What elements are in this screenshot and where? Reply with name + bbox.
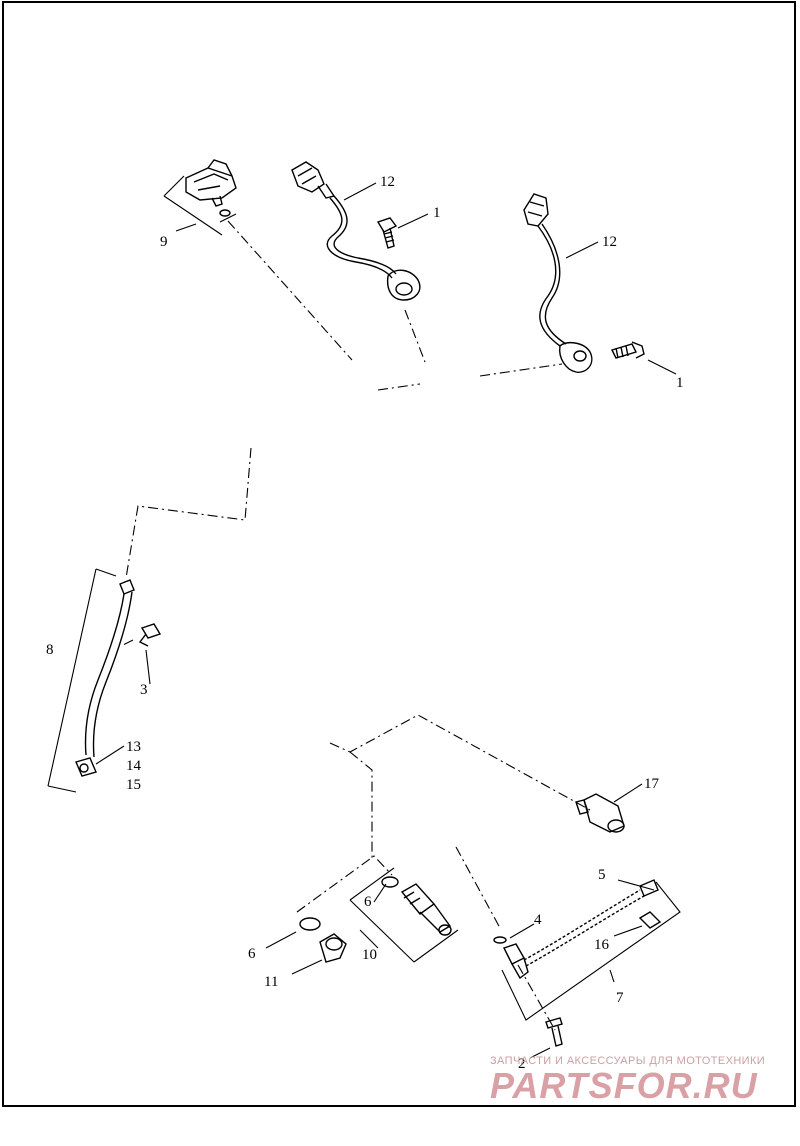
callout-14: 14 [126,758,142,774]
callout-6-left: 6 [248,946,256,962]
callout-11: 11 [264,974,278,990]
fitting-part [381,876,452,936]
callout-1-lower: 1 [676,375,684,391]
oring-part [299,917,321,931]
diagram-border [2,1,796,1107]
screw-part [138,623,162,647]
callout-2: 2 [518,1056,526,1072]
knock-sensor-rear-part [523,193,593,373]
callout-3: 3 [140,682,148,698]
watermark-logo: PARTSFOR.RU [490,1065,758,1106]
callout-10: 10 [362,947,377,963]
plug-part [319,933,347,963]
watermark-tagline: ЗАПЧАСТИ И АКСЕССУАРЫ ДЛЯ МОТОТЕХНИКИ [490,1055,765,1067]
callout-12-left: 12 [380,174,395,190]
callout-4: 4 [534,912,542,928]
knock-sensor-front-part [291,161,421,301]
callout-6-right: 6 [364,894,372,910]
oil-pressure-switch-part [575,793,625,833]
callout-17: 17 [644,776,660,792]
watermark: ЗАПЧАСТИ И АКСЕССУАРЫ ДЛЯ МОТОТЕХНИКИ PA… [490,1055,765,1106]
bolt-2-part [545,1017,563,1047]
callout-1-upper: 1 [433,205,441,221]
bolt-upper-part [376,217,398,249]
callout-5: 5 [598,867,606,883]
callout-12-right: 12 [602,234,617,250]
bolt-lower-part [611,341,645,359]
callout-8-bracket [47,568,117,793]
callout-16: 16 [594,937,610,953]
callout-leaders [95,182,677,1059]
callout-labels: 12 1 9 12 1 8 3 13 14 15 17 5 6 4 16 6 1… [46,174,684,1072]
callout-13: 13 [126,739,141,755]
callout-10-bracket [349,867,459,963]
callout-7-bracket [501,881,681,1021]
assembly-dash-lines [122,220,591,1031]
map-sensor-part [185,159,237,217]
callout-9-bracket [163,175,237,236]
callout-9: 9 [160,234,168,250]
sensor-cable-part [75,579,135,777]
callout-8: 8 [46,642,54,658]
callout-7: 7 [616,990,624,1006]
callout-15: 15 [126,777,141,793]
crank-sensor-part [493,879,662,980]
